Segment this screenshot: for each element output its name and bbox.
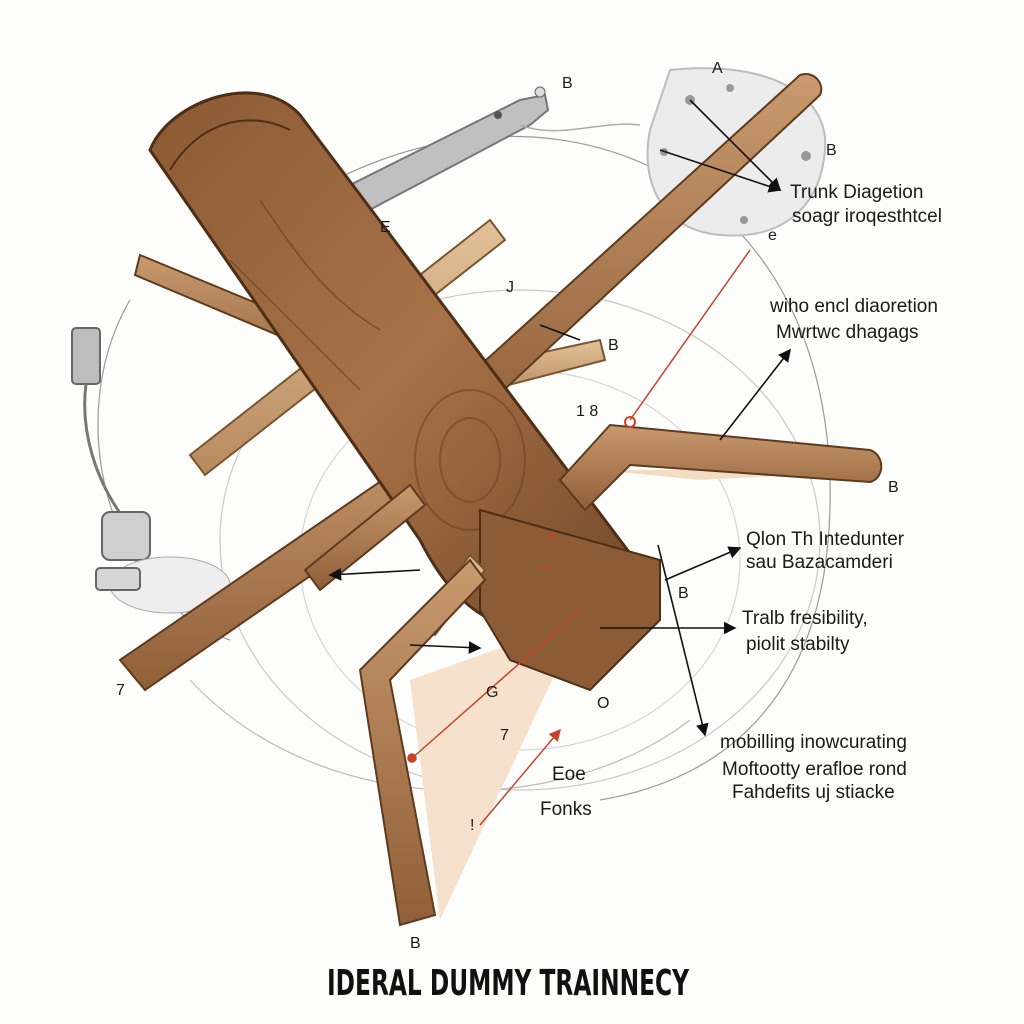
marker-7-bottom: 7 <box>500 727 509 744</box>
marker-g: G <box>486 684 498 701</box>
metal-tool <box>338 86 641 217</box>
callout-wiho-line1: wiho encl diaoretion <box>769 296 938 317</box>
right-arm <box>558 416 883 512</box>
marker-b-top-right: B <box>826 142 837 159</box>
callout-labels: Trunk Diagetion soagr iroqesthtcel wiho … <box>540 182 942 820</box>
callout-tralb-line2: piolit stabilty <box>746 634 850 655</box>
main-trunk <box>148 91 661 692</box>
callout-fonks: Fonks <box>540 799 592 820</box>
letter-markers: A B B e E J B 1 8 B B 7 G O 7 ! B <box>116 60 899 952</box>
leader-arrows <box>328 99 791 737</box>
leg <box>358 558 487 927</box>
marker-e-left: E <box>380 219 391 236</box>
marker-1-8: 1 8 <box>576 403 598 420</box>
marker-j: J <box>506 279 514 296</box>
cable-assembly <box>71 327 231 614</box>
marker-7-left: 7 <box>116 682 125 699</box>
callout-eoe: Eoe <box>552 764 586 785</box>
marker-a-top: A <box>712 60 723 77</box>
callout-trunk-line1: Trunk Diagetion <box>790 182 923 203</box>
marker-b-arm-end: B <box>888 479 899 496</box>
callout-trunk-line2: soagr iroqesthtcel <box>792 206 942 227</box>
callout-mob-line1: mobilling inowcurating <box>720 732 907 753</box>
callout-mob-line2: Moftootty erafloe rond <box>722 759 907 780</box>
marker-dot: ! <box>470 817 474 834</box>
callout-tralb-line1: Tralb fresibility, <box>742 608 868 629</box>
diagram-title: IDERAL DUMMY TRAINNECY <box>327 963 690 1004</box>
marker-b-mid: B <box>608 337 619 354</box>
red-accents <box>407 249 751 826</box>
callout-qlon-line1: Qlon Th Intedunter <box>746 529 905 550</box>
marker-e-right: e <box>768 227 777 244</box>
marker-b-bottom: B <box>410 935 421 952</box>
long-pole <box>418 73 823 447</box>
callout-qlon-line2: sau Bazacamderi <box>746 552 893 573</box>
callout-wiho-line2: Mwrtwc dhagags <box>776 322 919 343</box>
marker-o: O <box>597 695 609 712</box>
callout-mob-line3: Fahdefits uj stiacke <box>732 782 895 803</box>
marker-b-top-left: B <box>562 75 573 92</box>
marker-b-center: B <box>678 585 689 602</box>
